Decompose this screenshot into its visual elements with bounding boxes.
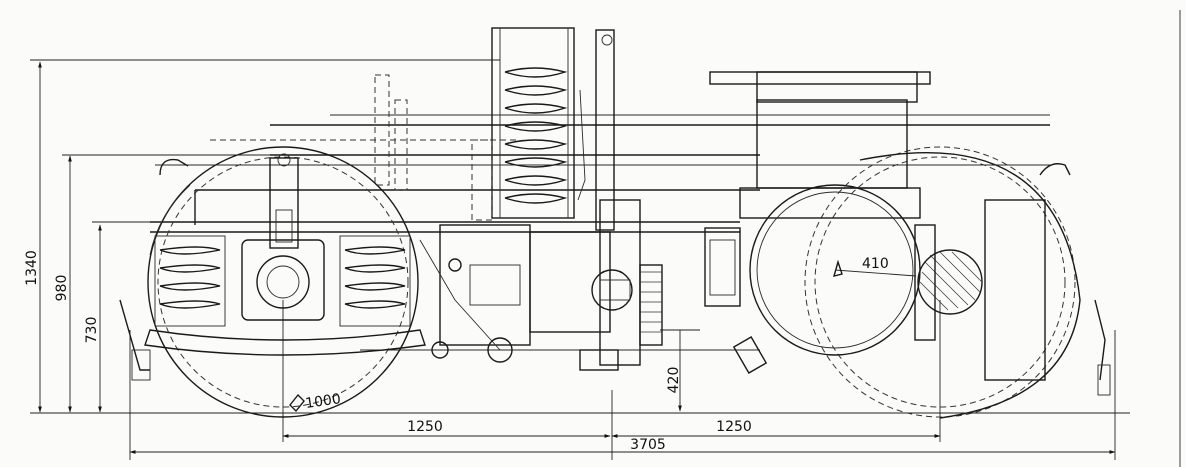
vertical-dimensions xyxy=(30,59,1130,414)
dim-label-1250-right: 1250 xyxy=(716,419,752,435)
frame-lines xyxy=(150,114,1050,351)
left-wheelset xyxy=(119,146,426,418)
secondary-spring xyxy=(491,27,641,371)
horizontal-dimensions xyxy=(129,300,1116,460)
dim-label-410: 410 xyxy=(862,256,889,272)
dim-label-3705: 3705 xyxy=(630,437,666,453)
dim-label-1250-left: 1250 xyxy=(407,419,443,435)
dim-label-420: 420 xyxy=(666,367,682,394)
dim-label-730: 730 xyxy=(84,317,100,344)
dashed-rods xyxy=(374,74,493,221)
dim-label-980: 980 xyxy=(54,275,70,302)
right-wheelset xyxy=(709,71,1111,419)
brake-gear xyxy=(419,224,741,363)
dim-label-1340: 1340 xyxy=(24,250,40,286)
dim-label-1000: 1000 xyxy=(304,391,342,412)
